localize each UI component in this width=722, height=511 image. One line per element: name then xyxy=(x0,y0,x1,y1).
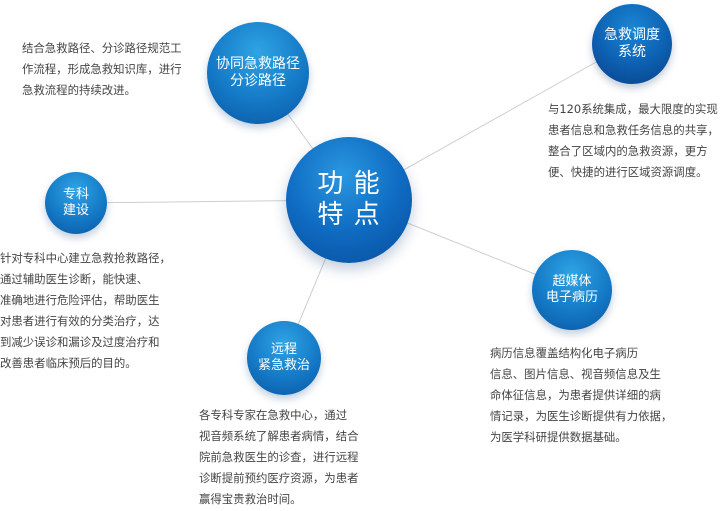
desc-line: 整合了区域内的急救资源，更方 xyxy=(548,144,708,158)
desc-line: 改善患者临床预后的目的。 xyxy=(0,356,137,370)
node-zhuanke-line1: 专科 xyxy=(62,187,89,203)
desc-line: 便、快捷的进行区域资源调度。 xyxy=(548,165,708,179)
desc-line: 通过辅助医生诊断，能快速、 xyxy=(0,272,149,286)
desc-xietong: 结合急救路径、分诊路径规范工 作流程，形成急救知识库，进行 急救流程的持续改进。 xyxy=(22,38,181,101)
node-chaomeiti[interactable]: 超媒体 电子病历 xyxy=(532,250,612,330)
desc-line: 患者信息和急救任务信息的共享， xyxy=(548,123,719,137)
desc-line: 院前急救医生的诊查，进行远程 xyxy=(199,450,359,464)
node-jijiu-line1: 急救调度 xyxy=(604,27,660,44)
node-xietong-line1: 协同急救路径 xyxy=(216,56,300,73)
node-zhuanke-line2: 建设 xyxy=(62,203,89,218)
desc-line: 对患者进行有效的分类治疗，达 xyxy=(0,314,160,328)
desc-line: 与120系统集成，最大限度的实现 xyxy=(548,102,718,116)
desc-line: 命体征信息，为患者提供详细的病 xyxy=(490,388,661,402)
desc-line: 信息、图片信息、视音频信息及生 xyxy=(490,367,661,381)
center-title-line2: 特 点 xyxy=(317,200,381,230)
desc-line: 结合急救路径、分诊路径规范工 xyxy=(22,41,182,55)
node-zhuanke[interactable]: 专科 建设 xyxy=(45,172,107,234)
node-chaomeiti-line2: 电子病历 xyxy=(545,290,598,305)
desc-line: 作流程，形成急救知识库，进行 xyxy=(22,62,182,76)
desc-line: 准确地进行危险评估，帮助医生 xyxy=(0,293,160,307)
desc-line: 情记录，为医生诊断提供有力依据， xyxy=(490,409,673,423)
center-title-line1: 功 能 xyxy=(317,168,381,199)
desc-chaomeiti: 病历信息覆盖结构化电子病历 信息、图片信息、视音频信息及生 命体征信息，为患者提… xyxy=(490,343,672,448)
node-yuancheng-line2: 紧急救治 xyxy=(257,358,310,373)
desc-line: 赢得宝贵救治时间。 xyxy=(199,492,302,506)
desc-yuancheng: 各专科专家在急救中心，通过 视音频系统了解患者病情，结合 院前急救医生的诊查，进… xyxy=(199,405,358,510)
desc-line: 针对专科中心建立急救抢救路径， xyxy=(0,251,171,265)
center-node: 功 能 特 点 xyxy=(286,137,412,263)
node-yuancheng[interactable]: 远程 紧急救治 xyxy=(247,321,321,395)
desc-line: 诊断提前预约医疗资源，为患者 xyxy=(199,471,359,485)
node-jijiu-line2: 系统 xyxy=(618,44,646,60)
desc-jijiu: 与120系统集成，最大限度的实现 患者信息和急救任务信息的共享， 整合了区域内的… xyxy=(548,99,719,183)
desc-line: 病历信息覆盖结构化电子病历 xyxy=(490,346,639,360)
desc-line: 急救流程的持续改进。 xyxy=(22,83,136,97)
node-chaomeiti-line1: 超媒体 xyxy=(552,274,592,290)
node-jijiu[interactable]: 急救调度 系统 xyxy=(592,4,672,84)
node-xietong[interactable]: 协同急救路径 分诊路径 xyxy=(207,22,309,124)
desc-zhuanke: 针对专科中心建立急救抢救路径， 通过辅助医生诊断，能快速、 准确地进行危险评估，… xyxy=(0,248,171,374)
node-xietong-line2: 分诊路径 xyxy=(230,73,286,89)
node-yuancheng-line1: 远程 xyxy=(270,342,297,358)
desc-line: 视音频系统了解患者病情，结合 xyxy=(199,429,359,443)
desc-line: 为医学科研提供数据基础。 xyxy=(490,430,627,444)
desc-line: 各专科专家在急救中心，通过 xyxy=(199,408,348,422)
desc-line: 到减少误诊和漏诊及过度治疗和 xyxy=(0,335,160,349)
